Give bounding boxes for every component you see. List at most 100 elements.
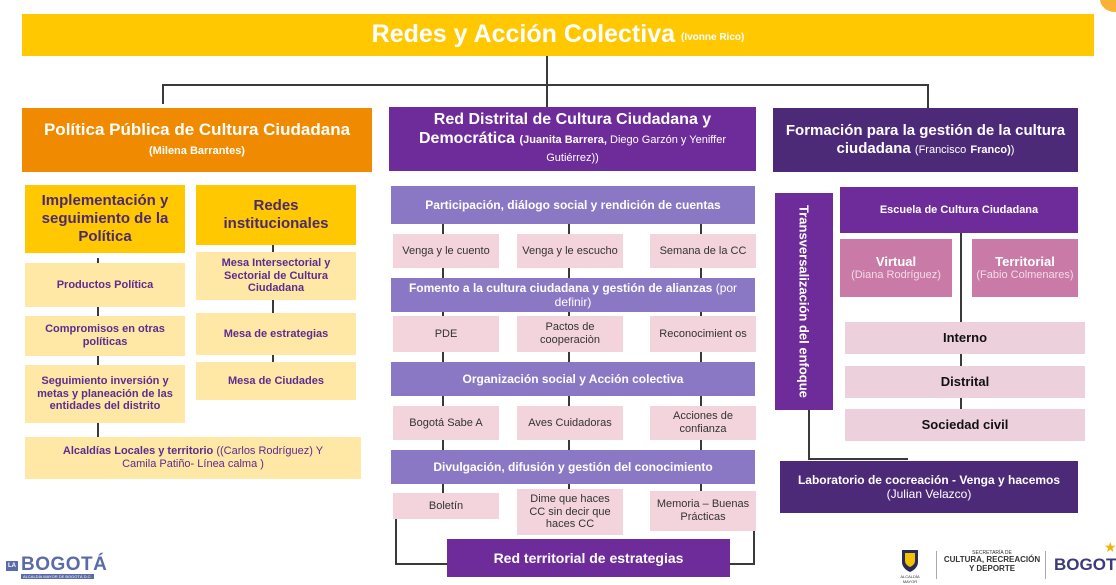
compromisos-box: Compromisos en otras políticas: [25, 316, 185, 356]
politica-publica-owner: (Milena Barrantes): [149, 145, 245, 157]
item-aves: Aves Cuidadoras: [517, 406, 623, 440]
red-territorial-label: Red territorial de estrategias: [493, 549, 684, 566]
item-boletin-label: Boletín: [428, 499, 464, 512]
item-boletin: Boletín: [393, 493, 499, 519]
item-pactos: Pactos de cooperaciòn: [517, 316, 623, 352]
red-distrital-owner: Diego Garzón y Yeniffer Gutiérrez)): [546, 133, 726, 165]
item-acciones-label: Acciones de confianza: [673, 410, 733, 435]
star-icon: ★: [1104, 539, 1116, 555]
item-semana-cc: Semana de la CC: [650, 234, 756, 268]
connector-line: [808, 458, 908, 460]
connector-line: [162, 84, 164, 104]
level-sociedad-civil: Sociedad civil: [845, 409, 1085, 441]
secretaria-logo: SECRETARÍA DE CULTURA, RECREACIÓN Y DEPO…: [942, 550, 1042, 580]
red-distrital-owner-bold: (Juanita Barrera,: [519, 133, 607, 146]
item-pde: PDE: [393, 316, 499, 352]
secretaria-small: SECRETARÍA DE: [972, 550, 1012, 556]
compromisos-label: Compromisos en otras políticas: [45, 323, 165, 348]
secretaria-big: CULTURA, RECREACIÓN Y DEPORTE: [943, 555, 1041, 573]
section-organizacion: Organización social y Acción colectiva: [391, 362, 755, 396]
main-title: Redes y Acción Colectiva: [371, 20, 675, 49]
alcaldia-small-text: ALCALDÍA MAYOR: [900, 574, 920, 584]
item-acciones: Acciones de confianza: [650, 406, 756, 440]
mesa-intersectorial-label: Mesa Intersectorial y Sectorial de Cultu…: [221, 256, 331, 295]
territorial-label: Territorial: [995, 253, 1055, 269]
redes-institucionales-box: Redes institucionales: [196, 185, 356, 245]
section-fomento-note: (por definir): [554, 280, 738, 309]
level-interno: Interno: [845, 322, 1085, 354]
connector-line: [272, 245, 274, 375]
alcaldias-owner: ((Carlos Rodríguez) Y Camila Patiño- Lín…: [122, 445, 324, 470]
section-divulgacion: Divulgación, difusión y gestión del cono…: [391, 450, 755, 484]
level-distrital-label: Distrital: [940, 374, 990, 390]
logo-left-text: BOGOTÁ: [21, 554, 108, 575]
connector-line: [395, 505, 397, 565]
divider: [936, 551, 937, 579]
productos-politica-label: Productos Política: [56, 278, 154, 291]
section-divulgacion-title: Divulgación, difusión y gestión del cono…: [433, 459, 713, 474]
territorial-owner: (Fabio Colmenares): [976, 269, 1074, 282]
virtual-label: Virtual: [875, 253, 917, 269]
item-venga-cuento-label: Venga y le cuento: [402, 244, 490, 257]
logo-right-text: BOGOT: [1054, 555, 1116, 574]
mesa-ciudades-label: Mesa de Ciudades: [228, 374, 324, 387]
connector-line: [700, 220, 702, 500]
connector-line: [927, 84, 929, 108]
item-pde-label: PDE: [434, 327, 458, 340]
connector-line: [162, 84, 929, 86]
mesa-estrategias-box: Mesa de estrategias: [196, 313, 356, 355]
connector-line: [568, 220, 570, 500]
transversalizacion-label: Transversalización del enfoque: [796, 205, 812, 398]
politica-publica-header: Política Pública de Cultura Ciudadana (M…: [22, 108, 372, 172]
mesa-estrategias-label: Mesa de estrategias: [223, 327, 329, 340]
item-dime: Dime que haces CC sin decir que haces CC: [517, 489, 623, 535]
formacion-owner-tail: ): [1010, 144, 1015, 156]
alcaldias-box: Alcaldías Locales y territorio ((Carlos …: [25, 437, 361, 479]
item-bogota-sabe: Bogotá Sabe A: [393, 406, 499, 440]
laboratorio-owner: (Julian Velazco): [886, 487, 972, 501]
seguimiento-box: Seguimiento inversión y metas y planeaci…: [25, 365, 185, 423]
mesa-intersectorial-box: Mesa Intersectorial y Sectorial de Cultu…: [196, 252, 356, 300]
item-reconocimientos-label: Reconocimient os: [659, 327, 747, 340]
implementacion-box: Implementación y seguimiento de la Polít…: [25, 185, 185, 253]
logo-left-sub: ALCALDÍA MAYOR DE BOGOTÁ D.C.: [21, 574, 94, 579]
alcaldias-label: Alcaldías Locales y territorio: [62, 445, 214, 458]
connector-line: [546, 56, 548, 86]
red-territorial-box: Red territorial de estrategias: [447, 539, 730, 577]
virtual-box: Virtual (Diana Rodríguez): [840, 239, 952, 297]
escuela-label: Escuela de Cultura Ciudadana: [879, 203, 1039, 216]
connector-line: [753, 505, 755, 565]
seguimiento-label: Seguimiento inversión y metas y planeaci…: [37, 374, 173, 413]
section-participacion: Participación, diálogo social y rendició…: [391, 186, 755, 224]
item-dime-label: Dime que haces CC sin decir que haces CC: [529, 492, 611, 531]
section-organizacion-title: Organización social y Acción colectiva: [462, 371, 684, 386]
escuela-box: Escuela de Cultura Ciudadana: [840, 187, 1078, 233]
connector-line: [808, 408, 810, 460]
item-aves-label: Aves Cuidadoras: [528, 416, 612, 429]
red-distrital-title: Red Distrital de Cultura Ciudadana y Dem…: [419, 110, 712, 147]
level-sociedad-civil-label: Sociedad civil: [921, 417, 1009, 433]
divider: [1045, 551, 1046, 579]
item-memoria: Memoria – Buenas Prácticas: [650, 491, 756, 531]
politica-publica-title: Política Pública de Cultura Ciudadana: [43, 120, 351, 140]
implementacion-label: Implementación y seguimiento de la Polít…: [41, 192, 169, 245]
section-fomento: Fomento a la cultura ciudadana y gestión…: [391, 278, 755, 312]
connector-line: [960, 230, 962, 410]
main-title-banner: Redes y Acción Colectiva (Ivonne Rico): [22, 14, 1094, 56]
laboratorio-label: Laboratorio de cocreación - Venga y hace…: [797, 472, 1061, 487]
mesa-ciudades-box: Mesa de Ciudades: [196, 362, 356, 400]
transversalizacion-box: Transversalización del enfoque: [775, 193, 833, 410]
item-reconocimientos: Reconocimient os: [650, 316, 756, 352]
logo-left-prefix: LA: [6, 561, 18, 571]
formacion-header: Formación para la gestión de la cultura …: [773, 108, 1078, 172]
redes-institucionales-label: Redes institucionales: [223, 197, 329, 232]
logo-bogota-left: LA BOGOTÁ ALCALDÍA MAYOR DE BOGOTÁ D.C.: [6, 554, 126, 580]
alcaldia-shield-icon: ALCALDÍA MAYOR: [893, 548, 927, 584]
item-venga-escucho: Venga y le escucho: [517, 234, 623, 268]
connector-line: [442, 220, 444, 500]
section-participacion-title: Participación, diálogo social y rendició…: [425, 197, 721, 212]
logo-bogota-right: BOGOT ★: [1054, 539, 1116, 579]
connector-line: [546, 84, 548, 108]
productos-politica-box: Productos Política: [25, 263, 185, 307]
formacion-owner: (Francisco: [914, 144, 967, 156]
